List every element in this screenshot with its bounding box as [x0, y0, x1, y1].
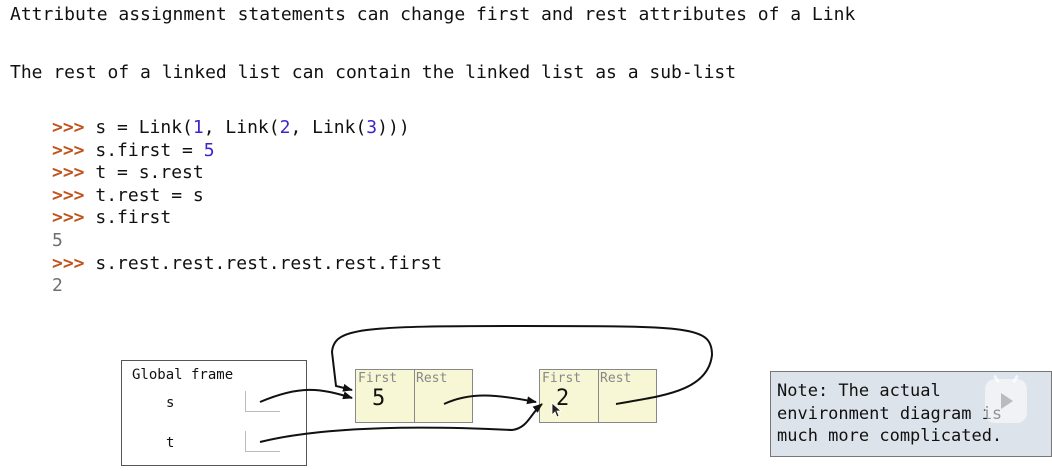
code-line: >>> s.rest.rest.rest.rest.rest.first	[52, 253, 442, 276]
repl-prompt: >>>	[52, 207, 85, 229]
code-number: 1	[192, 117, 204, 138]
variable-t: t	[166, 435, 175, 451]
arrow-s-to-link1	[259, 388, 353, 403]
link-2-first-label: First	[542, 371, 582, 386]
code-text: , Link(	[290, 117, 367, 138]
arrow-link2-rest-to-link1	[330, 324, 714, 405]
link-1-rest-cell: Rest	[414, 370, 472, 422]
mouse-cursor-icon	[551, 402, 563, 418]
heading-attribute-assignment: Attribute assignment statements can chan…	[10, 4, 856, 25]
repl-prompt: >>>	[52, 162, 85, 184]
code-text: )))	[377, 117, 410, 138]
repl-prompt: >>>	[52, 139, 85, 161]
link-2-first-cell: First 2	[540, 370, 599, 422]
link-2-rest-label: Rest	[600, 371, 632, 386]
link-node-2: First 2 Rest	[539, 369, 657, 423]
code-text: s.rest.rest.rest.rest.rest.first	[84, 252, 443, 274]
code-text: t = s.rest	[84, 162, 204, 184]
variable-s: s	[166, 395, 175, 411]
code-text: s.first =	[84, 139, 204, 161]
heading-linked-list-sublist: The rest of a linked list can contain th…	[10, 62, 737, 83]
code-line: 2	[52, 275, 442, 298]
frame-title: Global frame	[132, 367, 234, 383]
code-line: >>> t.rest = s	[52, 185, 442, 208]
repl-prompt: >>>	[52, 117, 85, 138]
link-1-first-label: First	[358, 371, 398, 386]
code-line: >>> s.first = 5	[52, 140, 442, 163]
code-number: 3	[366, 117, 378, 138]
play-triangle-icon	[1001, 393, 1013, 409]
code-number: 2	[279, 117, 291, 138]
video-play-icon[interactable]	[985, 374, 1027, 423]
repl-output: 5	[52, 229, 63, 251]
note-line-3: much more complicated.	[777, 426, 1003, 446]
link-1-first-value: 5	[372, 386, 386, 411]
arrow-link1-rest-to-link2	[443, 394, 537, 405]
link-2-rest-cell: Rest	[598, 370, 656, 422]
link-1-first-cell: First 5	[356, 370, 415, 422]
code-line: >>> s = Link(1, Link(2, Link(3)))	[52, 117, 442, 140]
note-line-1: Note: The actual	[777, 381, 941, 401]
code-number: 5	[203, 139, 215, 161]
arrow-t-to-link2	[259, 403, 543, 443]
variable-t-slot	[245, 431, 280, 452]
code-line: >>> t = s.rest	[52, 162, 442, 185]
code-block: >>> s = Link(1, Link(2, Link(3)))>>> s.f…	[52, 117, 442, 298]
code-line: 5	[52, 230, 442, 253]
link-1-rest-label: Rest	[416, 371, 448, 386]
repl-prompt: >>>	[52, 184, 85, 206]
repl-output: 2	[52, 275, 63, 297]
code-text: s = Link(	[84, 117, 193, 138]
repl-prompt: >>>	[52, 252, 85, 274]
code-text: , Link(	[203, 117, 280, 138]
link-2-first-value: 2	[556, 386, 570, 411]
code-text: s.first	[84, 207, 172, 229]
variable-s-slot	[245, 391, 280, 412]
code-line: >>> s.first	[52, 207, 442, 230]
note-line-2: environment diagram is	[777, 403, 1003, 424]
code-text: t.rest = s	[84, 184, 204, 206]
global-frame: Global frame s t	[121, 360, 307, 466]
link-node-1: First 5 Rest	[355, 369, 473, 423]
